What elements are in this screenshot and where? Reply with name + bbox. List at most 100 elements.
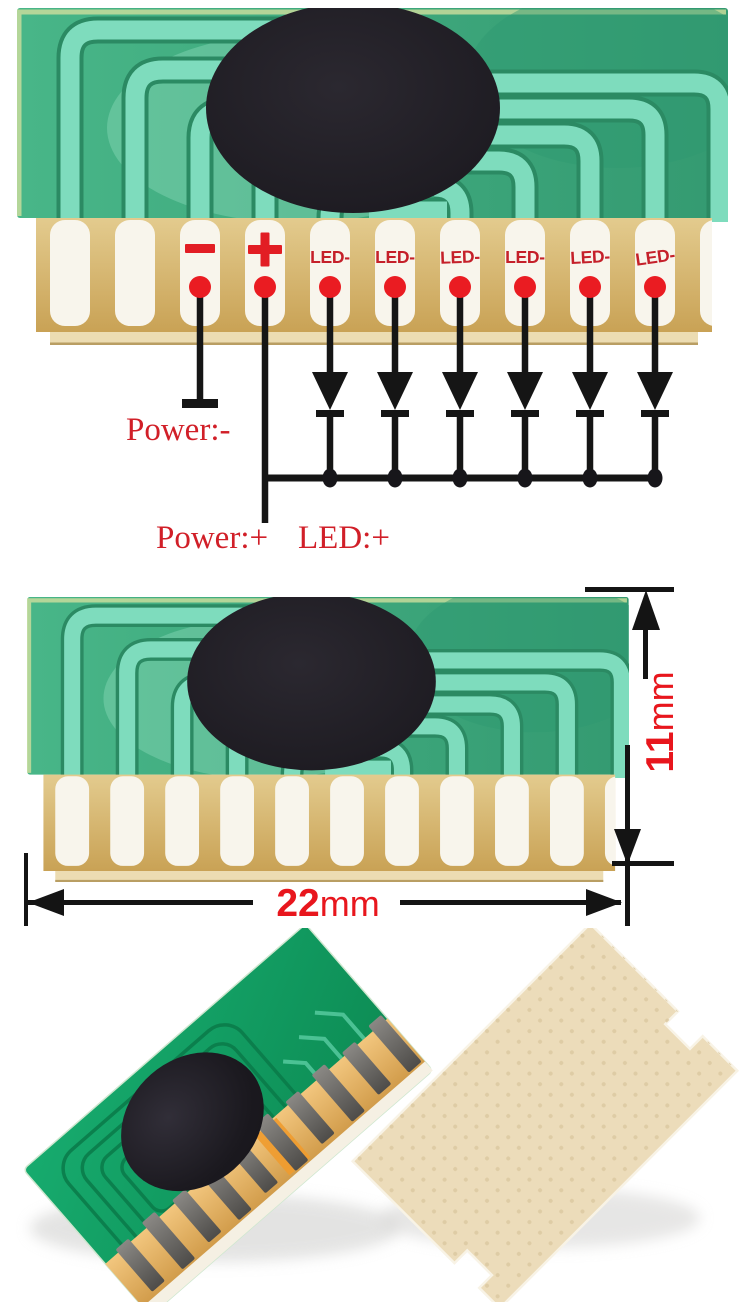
pin-dot [449, 276, 471, 298]
width-dimension-label: 22mm [253, 884, 403, 923]
pin-dot [189, 276, 211, 298]
pin-wire [586, 417, 594, 478]
width-dim-line-left [27, 900, 253, 905]
dimension-lines [24, 587, 674, 926]
pcb-finger-stripe [50, 220, 90, 326]
power-negative-label: Power:- [126, 412, 231, 448]
pcb-finger-stripe [165, 776, 200, 866]
pcb-finger-stripes [50, 220, 712, 326]
pcb-finger-stripe [55, 776, 90, 866]
pin-wire [521, 417, 529, 478]
back-board-dot-texture [352, 928, 738, 1302]
led-positive-label: LED:+ [298, 520, 390, 556]
pcb-module-back-photo [350, 928, 740, 1302]
pin-label-led: LED- [634, 244, 676, 269]
power-positive-label: Power:+ [156, 520, 269, 556]
pin-wire [521, 296, 529, 374]
pin-label-led: LED- [310, 247, 350, 267]
pcb-finger-stripe [440, 220, 480, 326]
diode-symbol [637, 372, 673, 410]
width-dim-line-right [400, 900, 621, 905]
height-dim-top-cap [585, 587, 674, 592]
diode-symbol [312, 372, 348, 410]
bus-junction-dot [452, 468, 468, 488]
width-unit: mm [319, 883, 380, 924]
pcb-finger-stripe [330, 776, 364, 866]
pcb-bottom-edge [50, 332, 698, 345]
width-dim-right-arrow [586, 889, 622, 916]
pcb-module-front-photo [24, 928, 433, 1302]
pin-label-led: LED- [505, 247, 545, 267]
pcb-finger-stripe [495, 776, 529, 866]
pcb-bottom-edge [55, 871, 604, 882]
pcb-finger-stripe [440, 776, 474, 866]
pin-dot [514, 276, 536, 298]
connector-pin [255, 1114, 308, 1171]
front-board-edge [142, 1061, 433, 1302]
height-value: 11 [639, 731, 682, 773]
pcb-edge-rim [27, 598, 627, 773]
epoxy-blob [187, 597, 436, 771]
pin-dot [579, 276, 601, 298]
pin-wire [326, 417, 334, 478]
pcb-finger-stripe [505, 220, 545, 326]
pcb-board [17, 8, 728, 345]
height-dim-up-arrow [632, 590, 660, 630]
pin-wire [651, 417, 659, 478]
pcb-finger-stripe [115, 220, 155, 326]
connector-pin [312, 1064, 365, 1122]
pcb-board [27, 597, 629, 882]
pin-label-led: LED- [375, 247, 415, 267]
pcb-finger-stripe [385, 776, 419, 866]
pcb-finger-stripe [220, 776, 255, 866]
connector-pin [172, 1190, 221, 1242]
pin-wire [261, 296, 269, 523]
height-dim-bottom-cap [612, 861, 674, 866]
pin-wire [456, 296, 464, 374]
cathode-bar [381, 410, 409, 417]
front-epoxy-blob [121, 1052, 264, 1192]
epoxy-blob [206, 8, 500, 213]
diode-symbol [507, 372, 543, 410]
pin-wire [326, 296, 334, 374]
connector-pin [142, 1212, 195, 1269]
pin-label-led: LED- [440, 246, 481, 267]
pin-label-minus [185, 244, 215, 253]
connector-pin [286, 1091, 335, 1144]
bus-junction-dot [647, 468, 663, 488]
width-value: 22 [276, 882, 320, 925]
height-dim-down-arrow [614, 829, 641, 865]
pcb-traces [56, 16, 728, 238]
pcb-finger-stripe [700, 220, 712, 326]
pcb-finger-stripe [570, 220, 610, 326]
height-dim-upper-line [643, 627, 648, 679]
pcb-finger-stripe [604, 776, 616, 866]
pin-wire [391, 296, 399, 374]
width-dim-left-cap [24, 853, 28, 926]
pcb-finger-stripe [110, 776, 145, 866]
pin-wire [651, 296, 659, 374]
pcb-dimension-illustration [27, 597, 629, 882]
cathode-bar [576, 410, 604, 417]
diode-symbol [377, 372, 413, 410]
pin-wire [196, 296, 204, 399]
connector-pin [369, 1015, 421, 1072]
cathode-bar [511, 410, 539, 417]
connector-pin [342, 1042, 391, 1095]
width-dim-left-arrow [28, 889, 64, 916]
diode-symbol [442, 372, 478, 410]
cathode-bar [446, 410, 474, 417]
pin-wire [456, 417, 464, 478]
cathode-bar [316, 410, 344, 417]
diode-symbol [572, 372, 608, 410]
pcb-finger-stripe [275, 776, 309, 866]
bus-junction-dot [582, 468, 598, 488]
pin-dot [644, 276, 666, 298]
pcb-finger-stripe [375, 220, 415, 326]
pcb-finger-stripe [549, 776, 584, 866]
pin-wire [586, 296, 594, 374]
pcb-finger-stripe [310, 220, 350, 326]
bus-junction-dot [387, 468, 403, 488]
cathode-bar [641, 410, 669, 417]
